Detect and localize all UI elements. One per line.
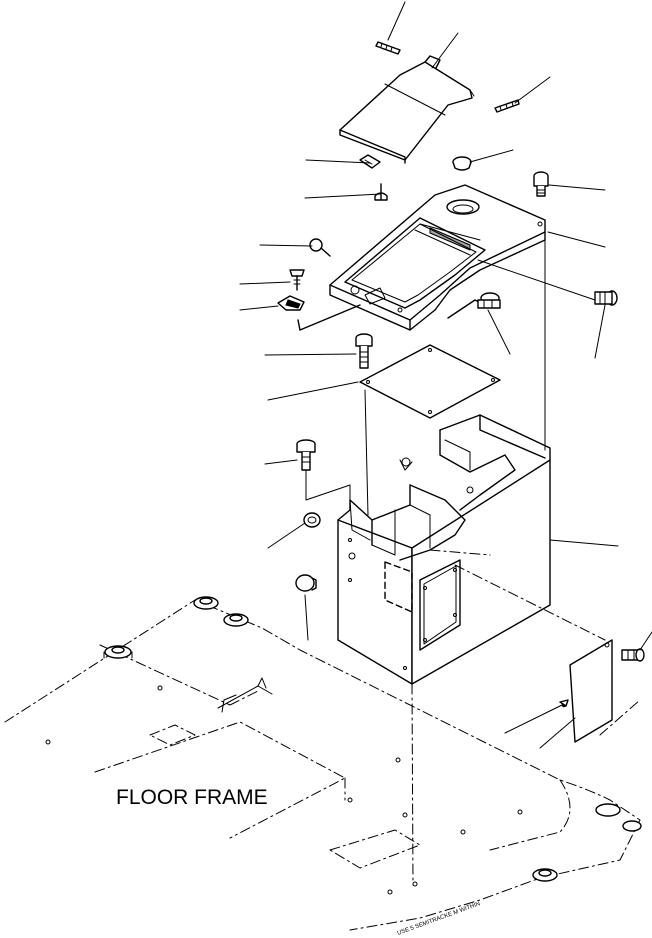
grommet-part: [303, 512, 321, 528]
svg-text:USE 5 SEMITRACKE M WITHIN: USE 5 SEMITRACKE M WITHIN: [397, 901, 481, 937]
fitting-part: [477, 292, 501, 309]
bolt-part: [296, 439, 316, 471]
top-flap: [339, 55, 475, 164]
alignment-lines: [305, 239, 641, 886]
bolt-part: [533, 171, 549, 197]
pin-part: [494, 99, 520, 113]
cap-part: [452, 156, 472, 171]
floor-frame: USE 5 SEMITRACKE M WITHIN: [4, 596, 642, 937]
cover-plate: [359, 344, 501, 419]
pin-part: [375, 41, 401, 55]
clip-part: [359, 154, 381, 169]
screw-part: [374, 183, 388, 201]
floor-frame-label: FLOOR FRAME: [116, 786, 268, 809]
plug-part: [295, 574, 317, 592]
console-box: [337, 414, 551, 685]
bracket-part: [277, 295, 305, 311]
bolt-part: [355, 333, 373, 369]
knob-part: [309, 238, 331, 257]
side-panel: [559, 639, 613, 743]
upper-cover: [297, 184, 546, 331]
bolt-part: [594, 290, 618, 306]
bolt-part: [621, 648, 645, 662]
leader-lines: [239, 1, 652, 749]
screw-part: [289, 269, 305, 291]
